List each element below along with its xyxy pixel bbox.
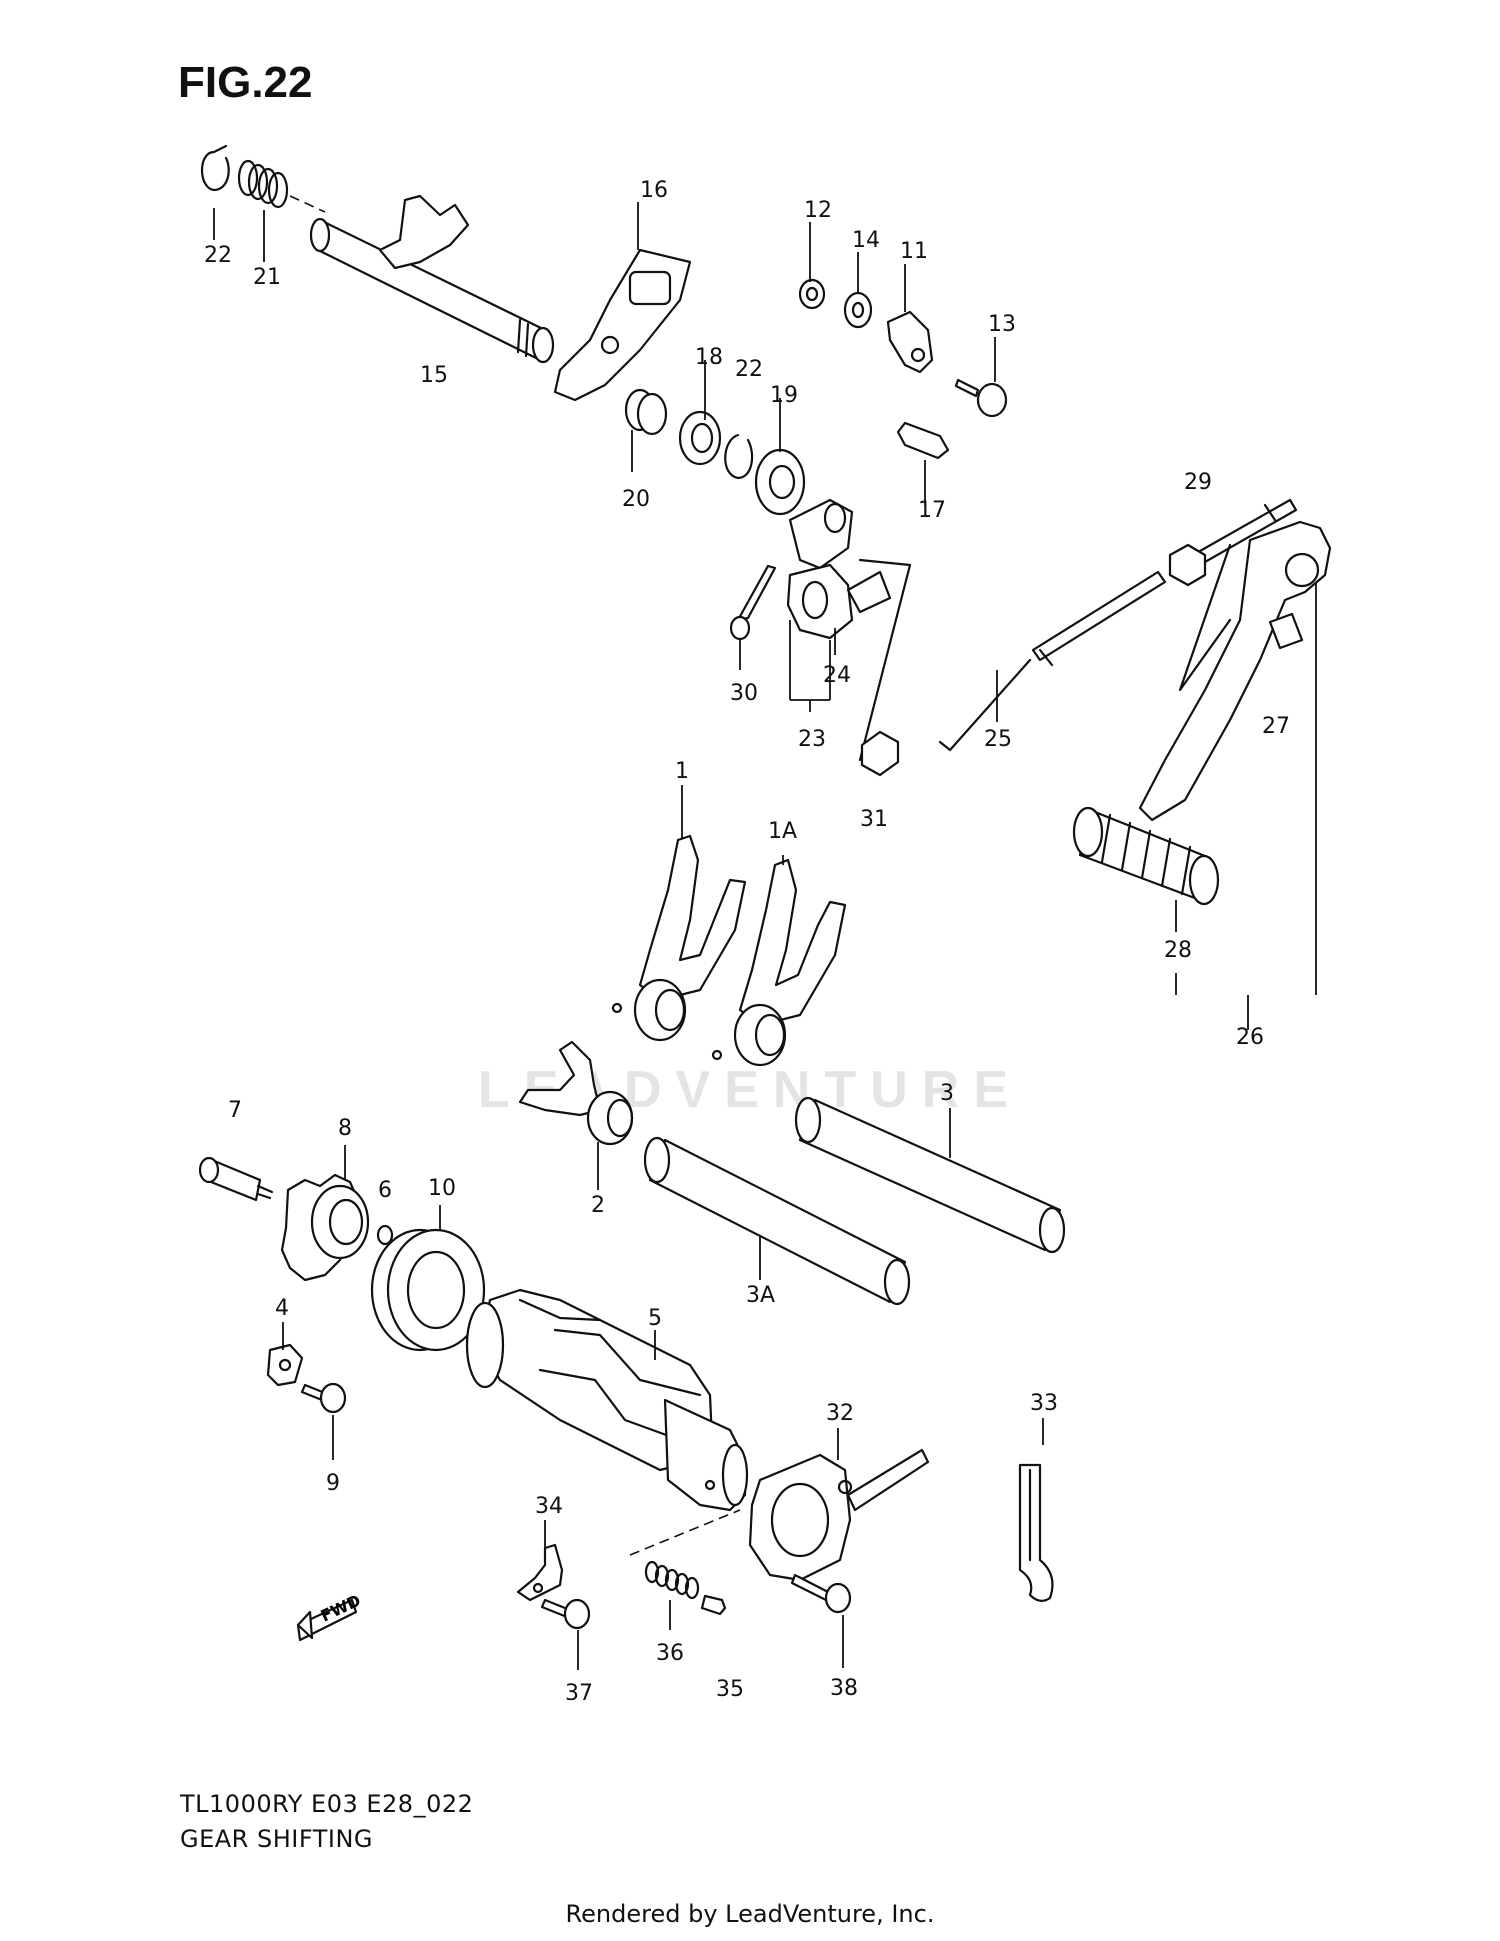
footpeg-rubber-part-28 [1072,806,1220,906]
callout-24: 24 [823,663,851,688]
callout-38: 38 [830,1676,858,1701]
callout-9: 9 [326,1471,340,1496]
shift-fork-part-1A [711,858,847,1067]
callout-3: 3 [940,1081,954,1106]
clamp-part-34 [516,1543,564,1602]
callout-10: 10 [428,1176,456,1201]
callout-29: 29 [1184,470,1212,495]
gear-position-plate-part-32 [748,1448,930,1582]
arm-part-11 [886,310,934,374]
gearshift-cam-drum-part-5 [465,1288,749,1512]
render-credit: Rendered by LeadVenture, Inc. [565,1900,935,1928]
callout-36: 36 [656,1641,684,1666]
callout-16: 16 [640,178,668,203]
pin-part-35 [700,1594,727,1616]
pin-part-17 [896,421,950,460]
fork-shaft-part-3A [643,1136,911,1306]
callout-20: 20 [622,487,650,512]
callout-18: 18 [695,345,723,370]
callout-17: 17 [918,498,946,523]
callout-4: 4 [275,1296,289,1321]
gearshift-shaft-part-15 [309,194,555,364]
callout-23: 23 [798,727,826,752]
callout-15: 15 [420,363,448,388]
bushing-part-20 [624,388,668,436]
nut-part-31 [860,730,900,777]
shift-lever-part-24 [786,498,892,640]
callout-6: 6 [378,1178,392,1203]
callout-7: 7 [228,1098,242,1123]
callout-22a: 22 [204,243,232,268]
bolt-part-30 [729,564,777,641]
callout-22b: 22 [735,357,763,382]
screw-part-37 [540,1598,591,1630]
bolt-part-13 [954,378,1008,418]
callout-3a: 3A [746,1283,775,1308]
spring-part-21 [237,159,289,209]
oil-seal-part-19 [754,448,806,516]
plate-part-4 [266,1343,304,1387]
callout-labels: 22 21 15 16 12 14 11 13 18 22 19 20 17 2… [204,178,1290,1706]
callout-14: 14 [852,228,880,253]
callout-11: 11 [900,239,928,264]
fwd-arrow: FWD [296,1591,364,1642]
spring-part-36 [644,1560,700,1600]
callout-19: 19 [770,383,798,408]
callout-26: 26 [1236,1025,1264,1050]
callout-32: 32 [826,1401,854,1426]
fork-shaft-part-3 [794,1096,1066,1254]
leader-lines [213,202,1317,1670]
callout-5: 5 [648,1306,662,1331]
shift-pedal-part-27 [1138,520,1332,822]
callout-30: 30 [730,681,758,706]
callout-1: 1 [675,759,689,784]
callout-13: 13 [988,312,1016,337]
callout-1a: 1A [768,819,797,844]
callout-34: 34 [535,1494,563,1519]
callout-25: 25 [984,727,1012,752]
screw-part-9 [300,1382,347,1414]
callout-35: 35 [716,1677,744,1702]
washer-part-14 [843,291,873,329]
dowel-pin-part-6 [376,1224,394,1246]
model-code: TL1000RY E03 E28_022 [180,1790,474,1818]
washer-part-18 [678,410,722,466]
callout-12: 12 [804,198,832,223]
callout-37: 37 [565,1681,593,1706]
callout-8: 8 [338,1116,352,1141]
callout-2: 2 [591,1193,605,1218]
holder-part-33 [1018,1463,1054,1602]
nut-part-29 [1168,543,1207,587]
shift-fork-part-2 [518,1040,634,1146]
callout-27: 27 [1262,714,1290,739]
section-title: GEAR SHIFTING [180,1825,374,1853]
nut-part-12 [798,278,826,310]
circlip-part-22 [201,144,230,192]
bearing-part-10 [370,1228,486,1352]
callout-33: 33 [1030,1391,1058,1416]
screw-part-38 [790,1573,852,1614]
figure-title: FIG.22 [178,58,313,107]
circlip-part-22-b [724,433,754,480]
shift-fork-part-1 [611,834,747,1042]
gearshift-arm-part-16 [553,248,692,402]
gearshift-stopper-part-7 [198,1156,274,1202]
callout-31: 31 [860,807,888,832]
callout-28: 28 [1164,938,1192,963]
callout-21: 21 [253,265,281,290]
gearshift-cam-part-8 [280,1173,370,1282]
